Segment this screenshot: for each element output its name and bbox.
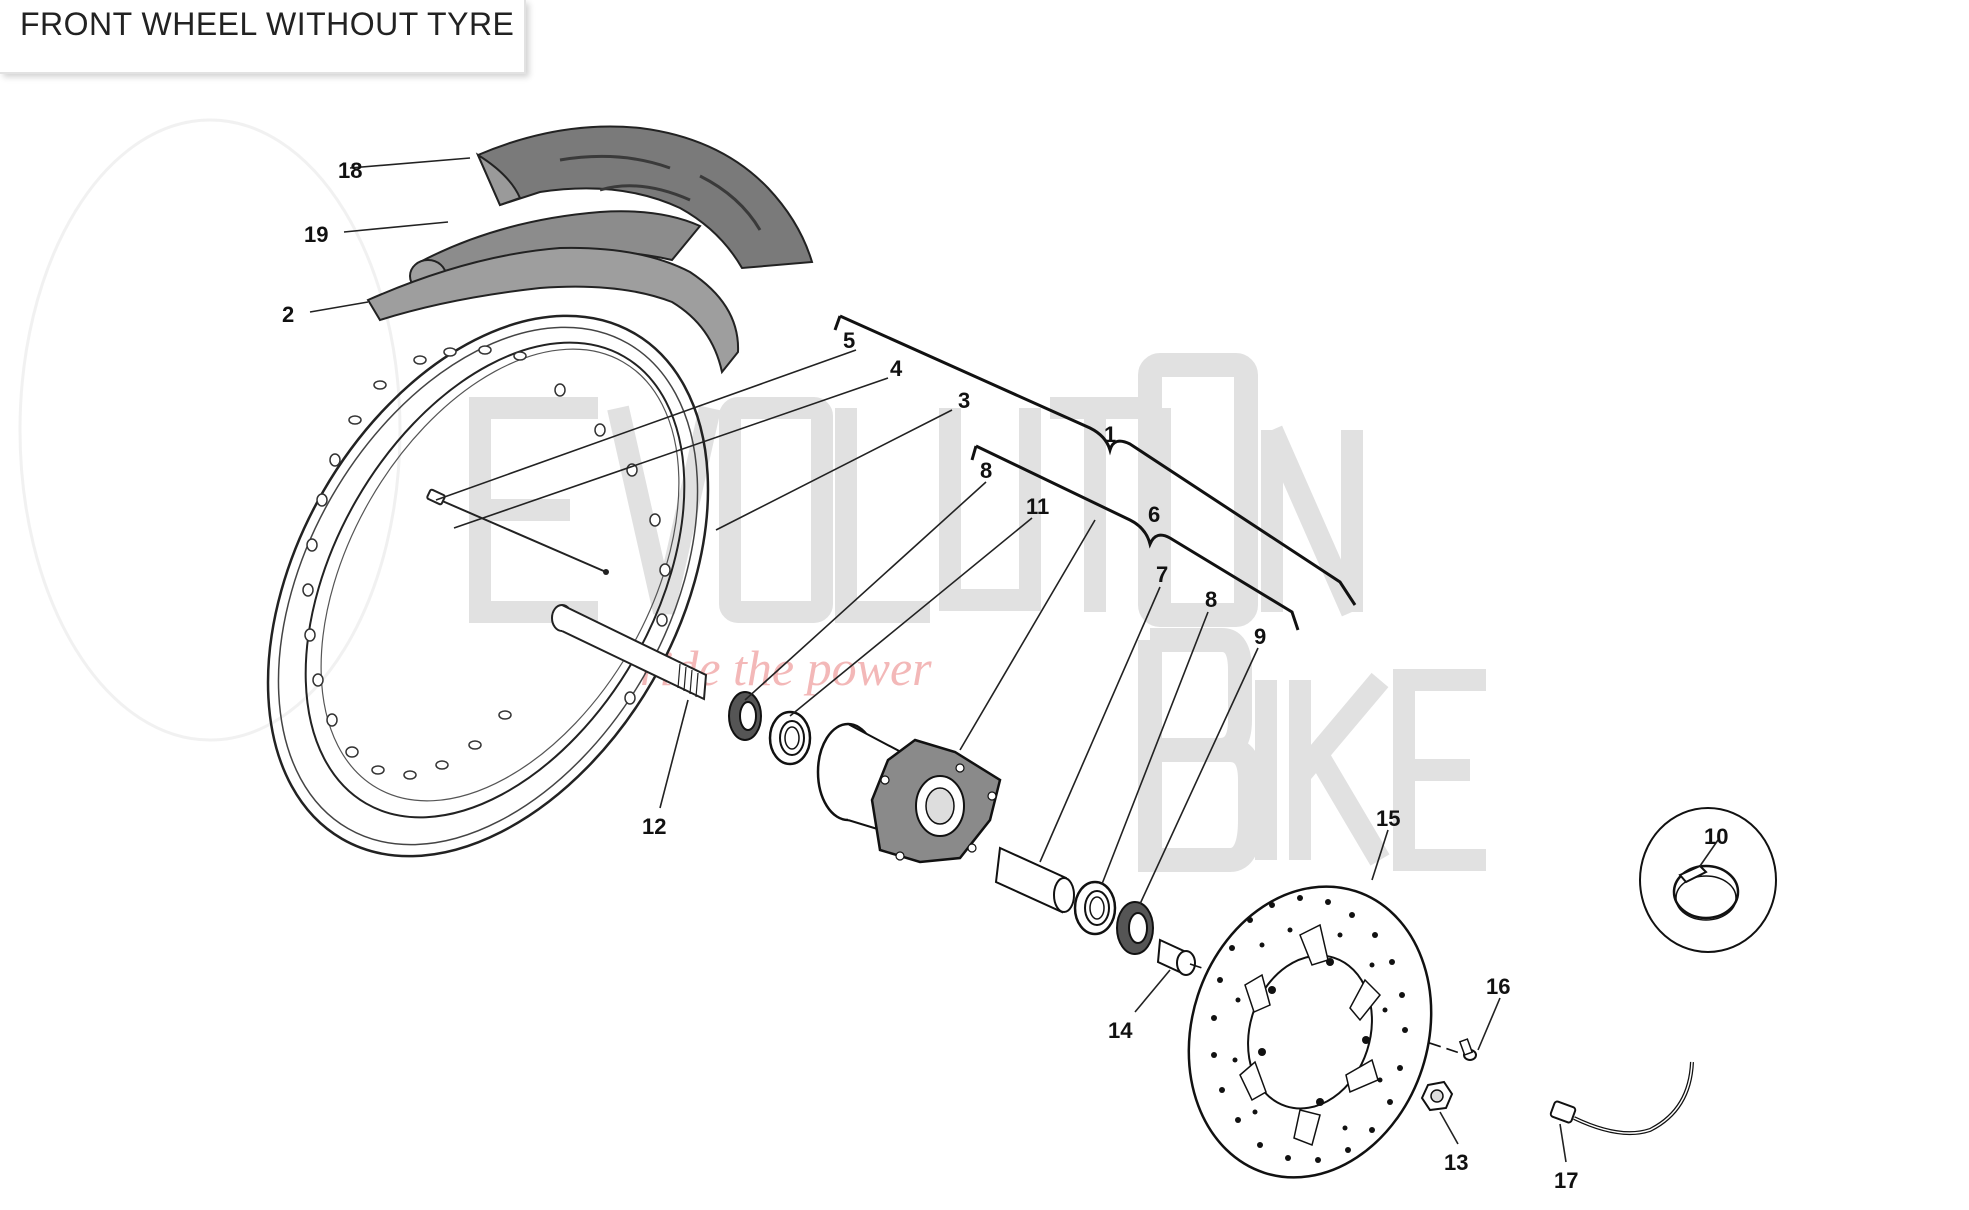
callout-5: 5 xyxy=(843,328,855,353)
leader-lines xyxy=(309,157,1719,1163)
callout-3: 3 xyxy=(958,388,970,413)
tyre-icon xyxy=(475,125,814,270)
clamp-icon xyxy=(1639,807,1777,953)
screw-icon xyxy=(1458,1038,1477,1061)
callout-16: 16 xyxy=(1486,974,1510,999)
oil-seal-icon xyxy=(1116,901,1154,955)
callout-7: 7 xyxy=(1156,562,1168,587)
wheel-axle-icon xyxy=(551,604,708,701)
spacer-icon xyxy=(994,846,1075,914)
callout-6: 6 xyxy=(1148,502,1160,527)
speed-sensor-icon xyxy=(1549,1061,1694,1136)
spoke-icon xyxy=(439,499,609,575)
callout-17: 17 xyxy=(1554,1168,1578,1193)
bearing-icon xyxy=(1073,880,1117,936)
callout-8-left: 8 xyxy=(980,458,992,483)
bearing-icon xyxy=(768,710,812,766)
callout-10: 10 xyxy=(1704,824,1728,849)
wheel-hub-icon xyxy=(816,722,1002,864)
callout-15: 15 xyxy=(1376,806,1400,831)
callout-4: 4 xyxy=(890,356,903,381)
callout-8-right: 8 xyxy=(1205,587,1217,612)
oil-seal-icon xyxy=(728,691,762,741)
callout-labels: 18 19 2 1 5 4 3 8 11 6 7 8 9 12 15 10 16… xyxy=(282,158,1728,1193)
callout-12: 12 xyxy=(642,814,666,839)
spacer-icon xyxy=(1156,938,1196,976)
diagram-title-tab: FRONT WHEEL WITHOUT TYRE xyxy=(0,0,526,74)
callout-11: 11 xyxy=(1026,494,1049,519)
callout-2: 2 xyxy=(282,302,294,327)
callout-18: 18 xyxy=(338,158,362,183)
bolt-icon xyxy=(1420,1080,1454,1112)
spoke-nipple-icon xyxy=(426,488,446,506)
callout-9: 9 xyxy=(1254,624,1266,649)
callout-19: 19 xyxy=(304,222,328,247)
assembly-bracket-6 xyxy=(970,444,1300,631)
callout-13: 13 xyxy=(1444,1150,1468,1175)
wheel-rim-icon xyxy=(266,314,710,858)
callout-1: 1 xyxy=(1104,422,1116,447)
brake-disc-icon xyxy=(1187,885,1433,1179)
callout-14: 14 xyxy=(1108,1018,1133,1043)
assembly-bracket-1 xyxy=(833,314,1357,606)
diagram-title: FRONT WHEEL WITHOUT TYRE xyxy=(20,6,515,42)
rim-tape-icon xyxy=(366,246,740,375)
